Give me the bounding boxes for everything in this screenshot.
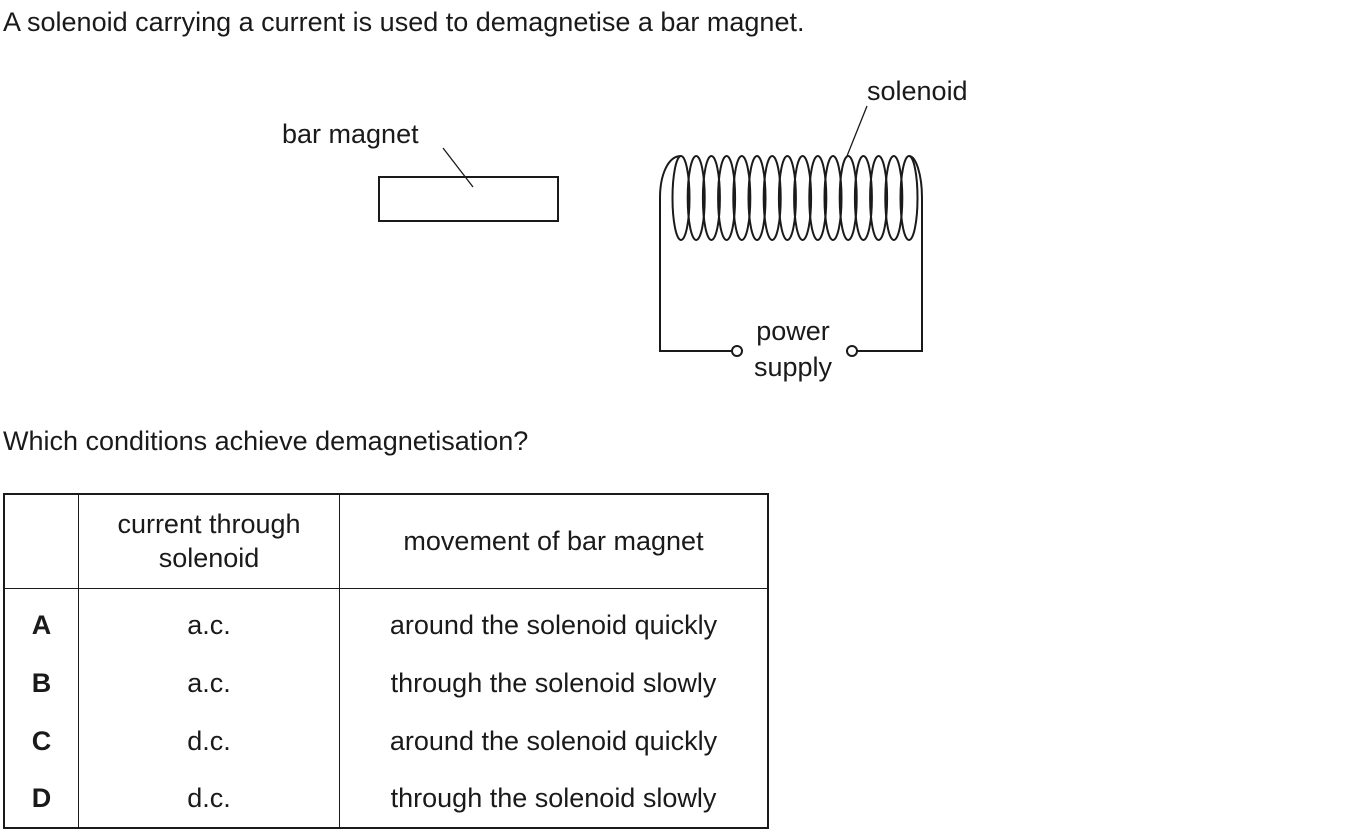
- option-row-c: C d.c. around the solenoid quickly: [4, 712, 768, 770]
- power-label-line1: power: [756, 316, 830, 346]
- coil-loop: [701, 155, 721, 241]
- solenoid-label: solenoid: [867, 76, 968, 106]
- header-key: [4, 494, 79, 588]
- coil-loop: [717, 155, 737, 241]
- option-movement: through the solenoid slowly: [339, 654, 768, 712]
- coil-loop: [686, 155, 706, 241]
- coil-loop: [808, 155, 828, 241]
- coil-loop: [762, 155, 782, 241]
- coil-lead-right: [908, 155, 923, 199]
- option-movement: through the solenoid slowly: [339, 770, 768, 828]
- header-movement: movement of bar magnet: [339, 494, 768, 588]
- coil-loop: [869, 155, 889, 241]
- coil-loop: [853, 155, 873, 241]
- option-key: C: [31, 725, 52, 756]
- solenoid-diagram: bar magnet solenoid power supply: [282, 76, 968, 382]
- header-current-line1: current through: [117, 509, 301, 540]
- option-row-a: A a.c. around the solenoid quickly: [4, 588, 768, 654]
- power-label-line2: supply: [754, 352, 833, 382]
- option-current: a.c.: [78, 654, 340, 712]
- coil-loop: [884, 155, 904, 241]
- coil-loop: [747, 155, 767, 241]
- header-current-line2: solenoid: [158, 543, 260, 574]
- coil-lead-left: [659, 155, 682, 199]
- circuit-wire-left: [659, 198, 732, 352]
- coil-loop: [777, 155, 797, 241]
- bar-magnet-leader-line: [442, 147, 474, 188]
- circuit-wire-right: [857, 198, 923, 352]
- bar-magnet: [378, 176, 559, 222]
- header-current: current through solenoid: [78, 494, 340, 588]
- option-row-b: B a.c. through the solenoid slowly: [4, 654, 768, 712]
- coil-loop: [732, 155, 752, 241]
- option-key: B: [31, 667, 52, 698]
- option-current: d.c.: [78, 712, 340, 770]
- option-row-d: D d.c. through the solenoid slowly: [4, 770, 768, 828]
- solenoid-leader-line: [846, 105, 868, 157]
- intro-text: A solenoid carrying a current is used to…: [3, 7, 805, 37]
- option-current: a.c.: [78, 588, 340, 654]
- options-table: current through solenoid movement of bar…: [3, 493, 769, 829]
- option-current: d.c.: [78, 770, 340, 828]
- coil-loop: [838, 155, 858, 241]
- solenoid-coil: [659, 155, 923, 241]
- question-text: Which conditions achieve demagnetisation…: [3, 426, 529, 456]
- power-terminal-right: [846, 345, 858, 357]
- coil-loop: [793, 155, 813, 241]
- coil-loop: [823, 155, 843, 241]
- option-movement: around the solenoid quickly: [339, 712, 768, 770]
- option-movement: around the solenoid quickly: [339, 588, 768, 654]
- option-key: D: [31, 783, 52, 813]
- bar-magnet-label: bar magnet: [282, 119, 419, 149]
- power-terminal-left: [731, 345, 743, 357]
- option-key: A: [31, 609, 52, 640]
- table-header-row: current through solenoid movement of bar…: [4, 494, 768, 588]
